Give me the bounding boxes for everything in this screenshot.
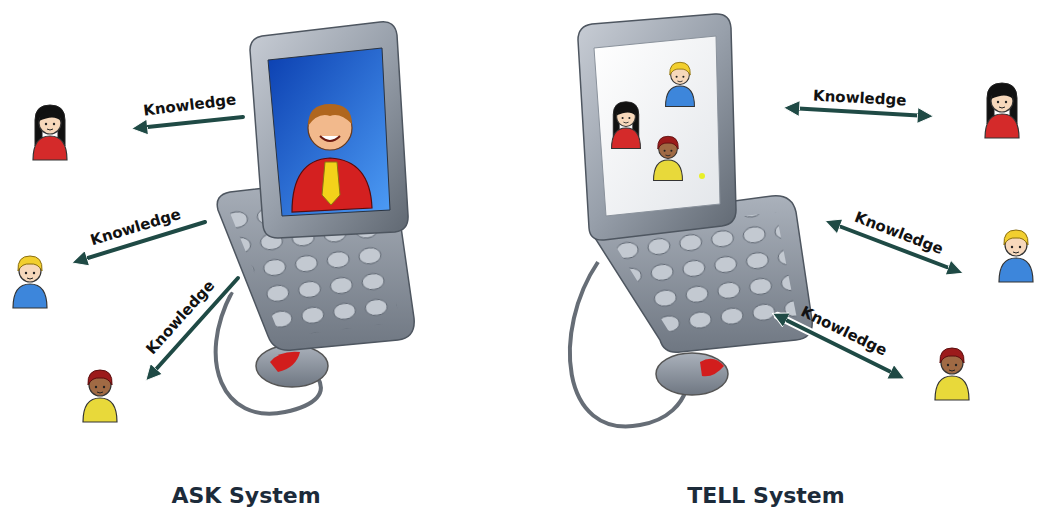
people: [13, 83, 1033, 422]
knowledge-arrows: [78, 108, 957, 376]
system-label: ASK System: [171, 483, 320, 508]
ask-computer: [216, 22, 415, 414]
system-label: TELL System: [687, 483, 844, 508]
tell-computer: [570, 14, 812, 426]
